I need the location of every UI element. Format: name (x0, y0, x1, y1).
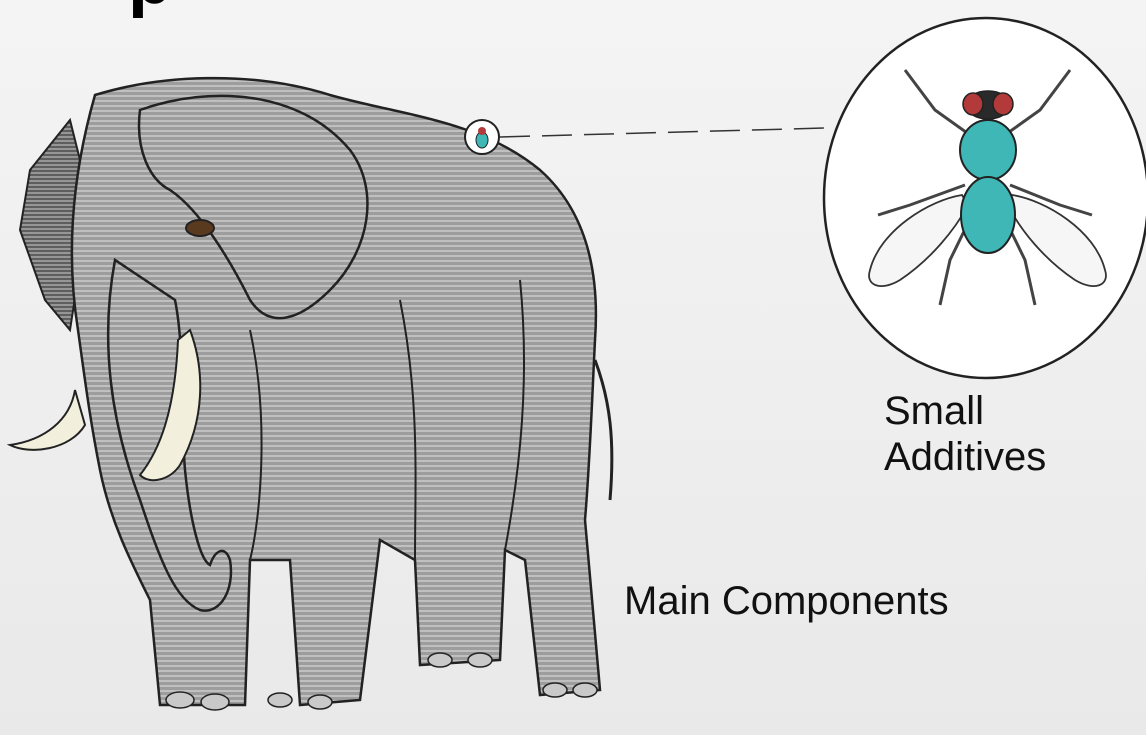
main-components-label: Main Components (624, 578, 949, 624)
small-additives-label: Small Additives (884, 388, 1046, 480)
small-additives-line2: Additives (884, 434, 1046, 480)
small-additives-line1: Small (884, 388, 1046, 434)
callout-leader-line (500, 128, 825, 137)
